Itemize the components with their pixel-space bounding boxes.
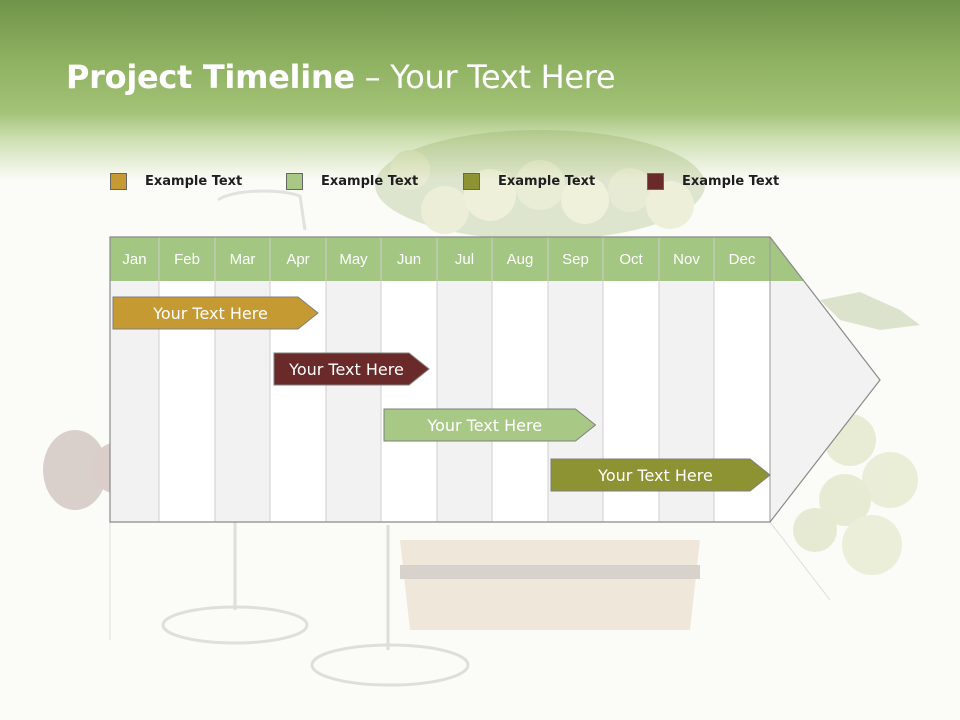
month-header-band	[110, 237, 804, 281]
timeline-bar-label: Your Text Here	[289, 359, 404, 379]
legend-swatch	[463, 172, 480, 190]
legend-item: Example Text	[286, 170, 418, 192]
legend-label: Example Text	[682, 173, 780, 189]
month-label: Feb	[174, 250, 200, 268]
legend-item: Example Text	[110, 170, 242, 192]
month-label: Jul	[454, 250, 475, 268]
header-band	[0, 0, 960, 180]
slide-title: Project Timeline – Your Text Here	[66, 58, 616, 96]
month-column	[381, 281, 437, 522]
legend-swatch	[286, 172, 303, 190]
timeline-bar	[112, 296, 319, 330]
month-label: May	[339, 250, 368, 268]
legend-label: Example Text	[145, 173, 243, 189]
month-label: Nov	[673, 250, 700, 268]
legend-label: Example Text	[498, 173, 596, 189]
month-label: Jan	[122, 250, 147, 268]
timeline-bar-label: Your Text Here	[427, 415, 543, 435]
title-bold: Project Timeline	[66, 58, 355, 96]
legend-item: Example Text	[463, 170, 595, 192]
month-label: Jun	[396, 250, 422, 268]
arrow-reflection	[109, 521, 831, 640]
month-label: Sep	[562, 250, 589, 268]
month-column	[437, 281, 492, 522]
month-label: Mar	[229, 250, 256, 268]
month-label: Apr	[286, 250, 310, 268]
legend-swatch	[647, 172, 664, 190]
timeline-bar	[383, 408, 597, 442]
legend-swatch	[110, 172, 127, 190]
title-rest: – Your Text Here	[354, 58, 616, 96]
month-label: Oct	[619, 250, 643, 268]
timeline-bar-label: Your Text Here	[153, 303, 268, 323]
month-column	[492, 281, 548, 522]
legend-label: Example Text	[321, 173, 419, 189]
timeline-bar	[273, 352, 430, 386]
month-column	[326, 281, 381, 522]
timeline-bar-label: Your Text Here	[598, 465, 713, 485]
month-label: Aug	[506, 250, 534, 268]
legend-item: Example Text	[647, 170, 779, 192]
month-label: Dec	[728, 250, 756, 268]
arrow-outline	[109, 236, 881, 523]
timeline-bar	[550, 458, 771, 492]
